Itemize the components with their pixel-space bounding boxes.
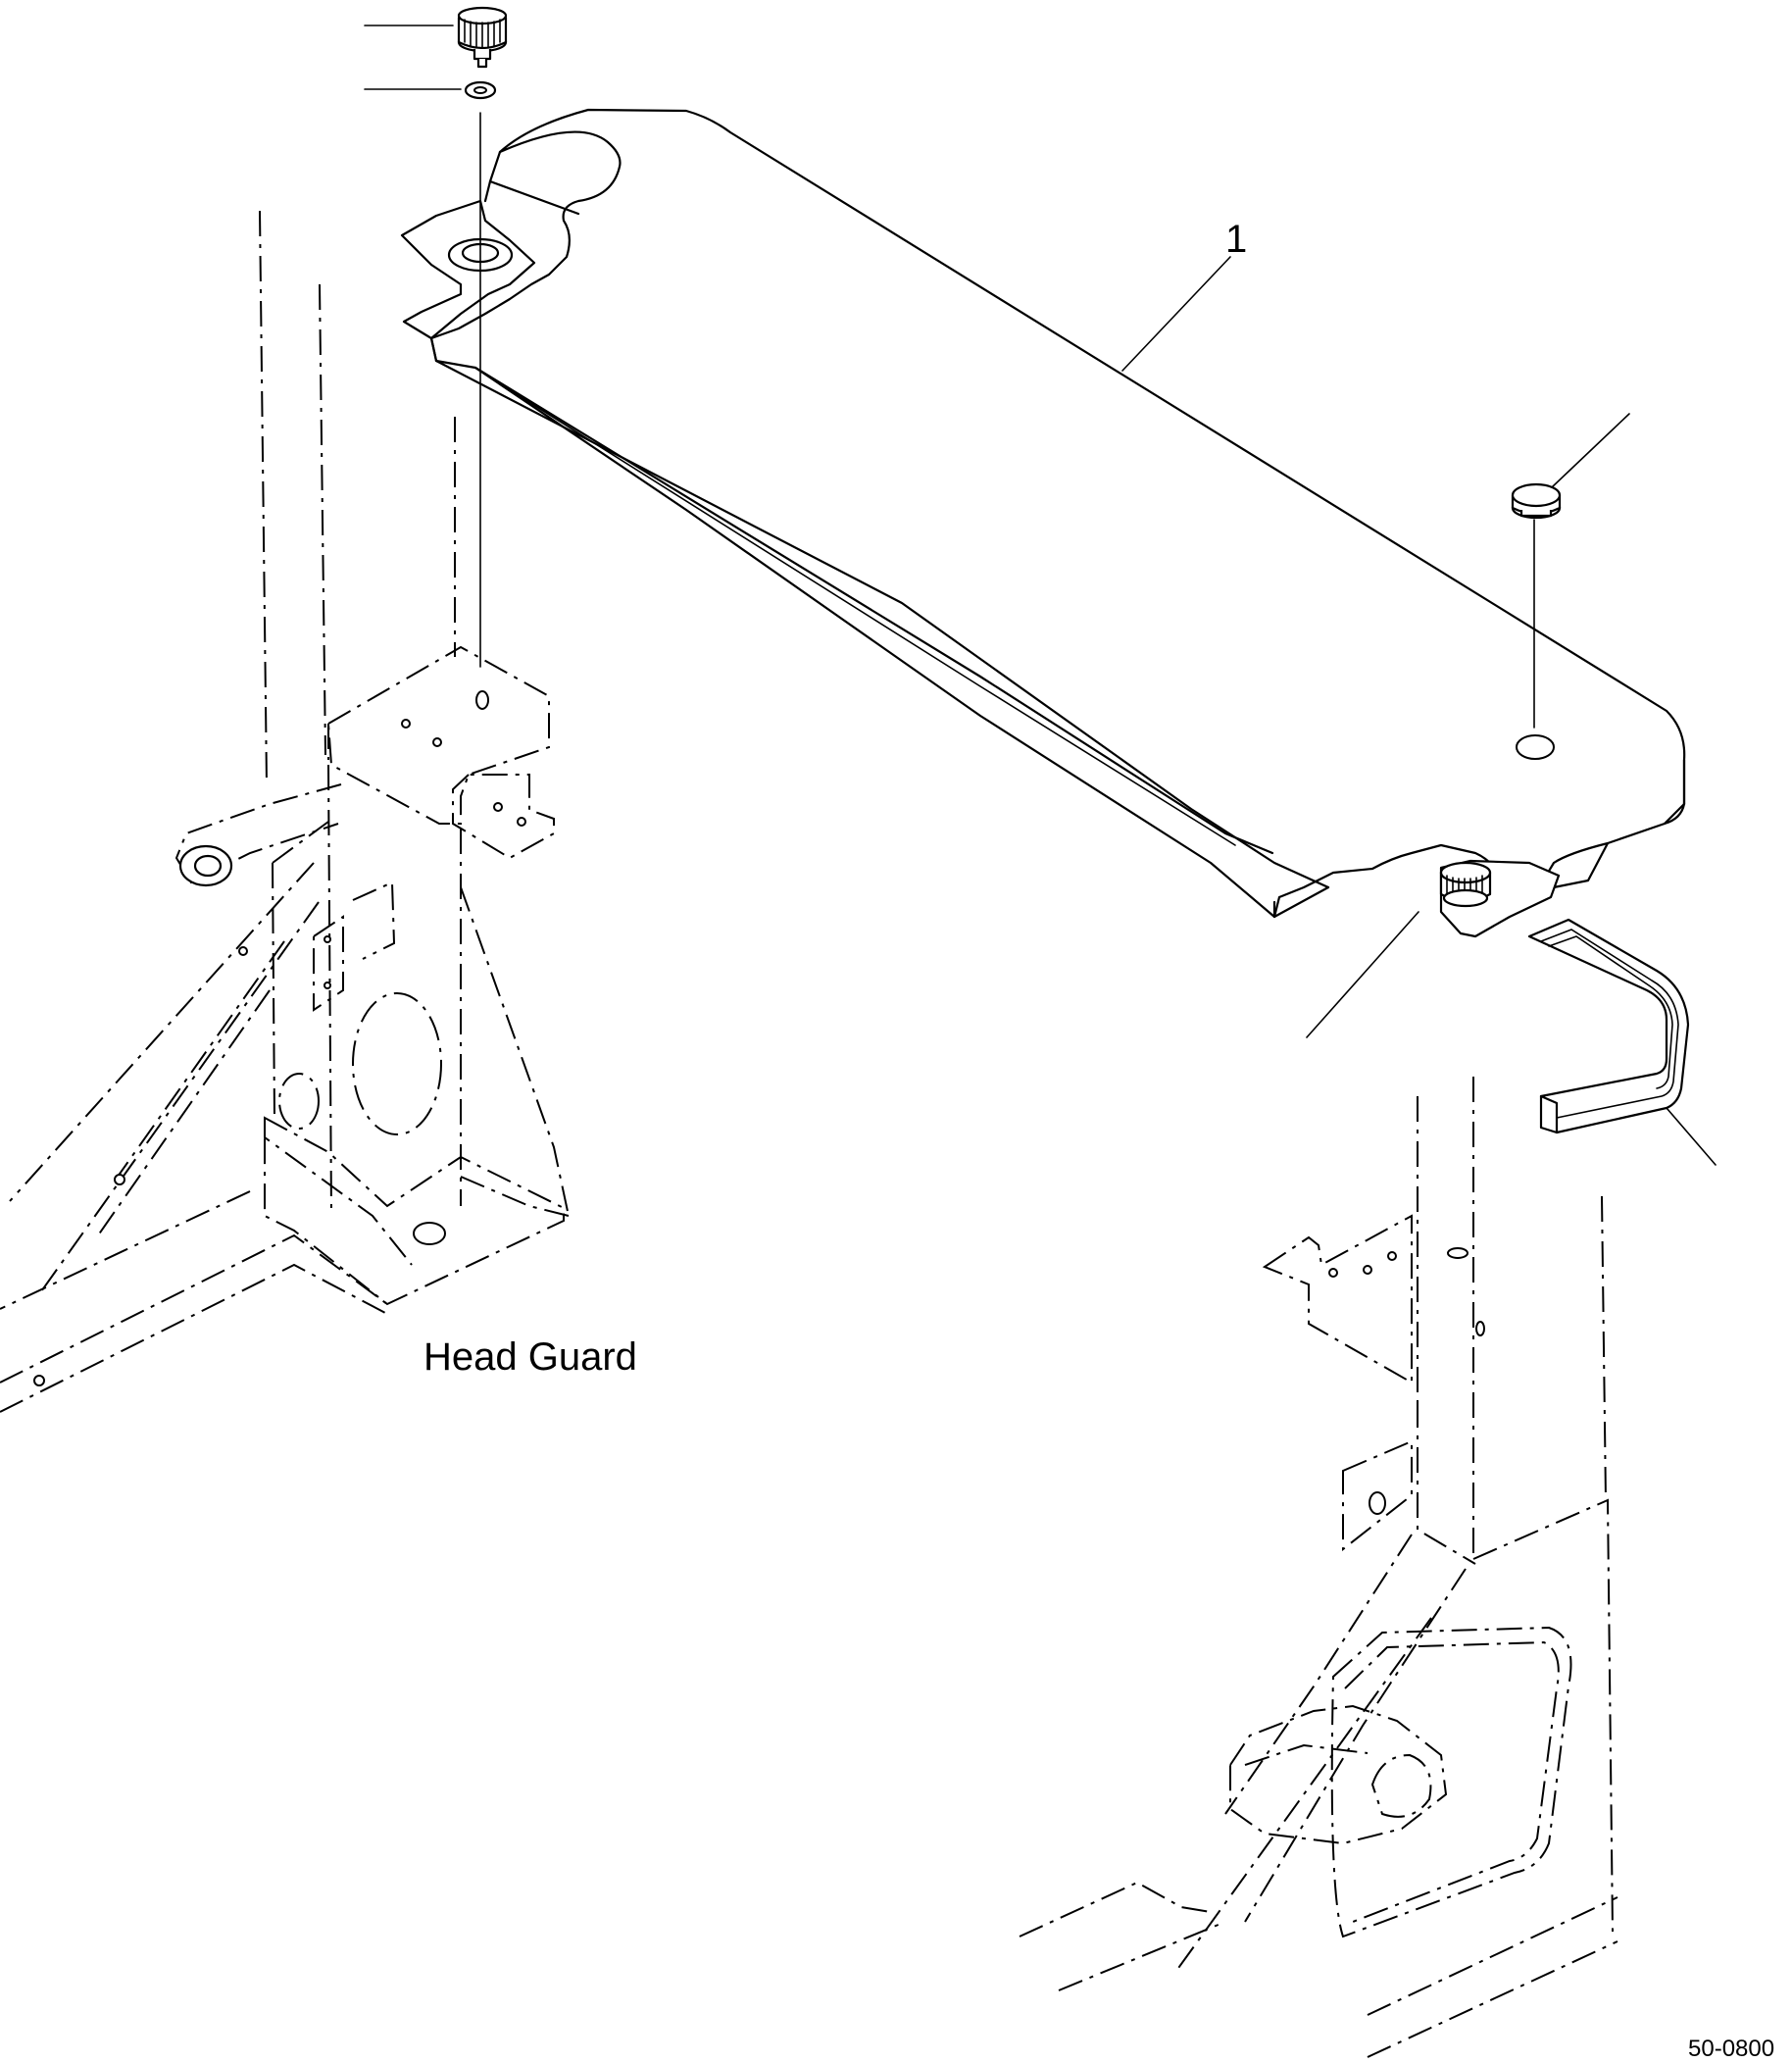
knob-bolt-left	[364, 6, 508, 69]
drawing-number: 50-0800	[1688, 2036, 1775, 2062]
weather-strip	[1527, 918, 1717, 1166]
sun-visor-panel	[400, 108, 1686, 938]
knob-bolt-right	[1306, 861, 1492, 1038]
cap-right	[1511, 413, 1630, 729]
part-callout-number: 1	[1225, 218, 1248, 261]
left-head-guard-post	[0, 210, 570, 1413]
diagram-caption: Head Guard	[423, 1335, 637, 1379]
right-head-guard-post	[1019, 1077, 1618, 2058]
washer-left	[364, 80, 497, 668]
